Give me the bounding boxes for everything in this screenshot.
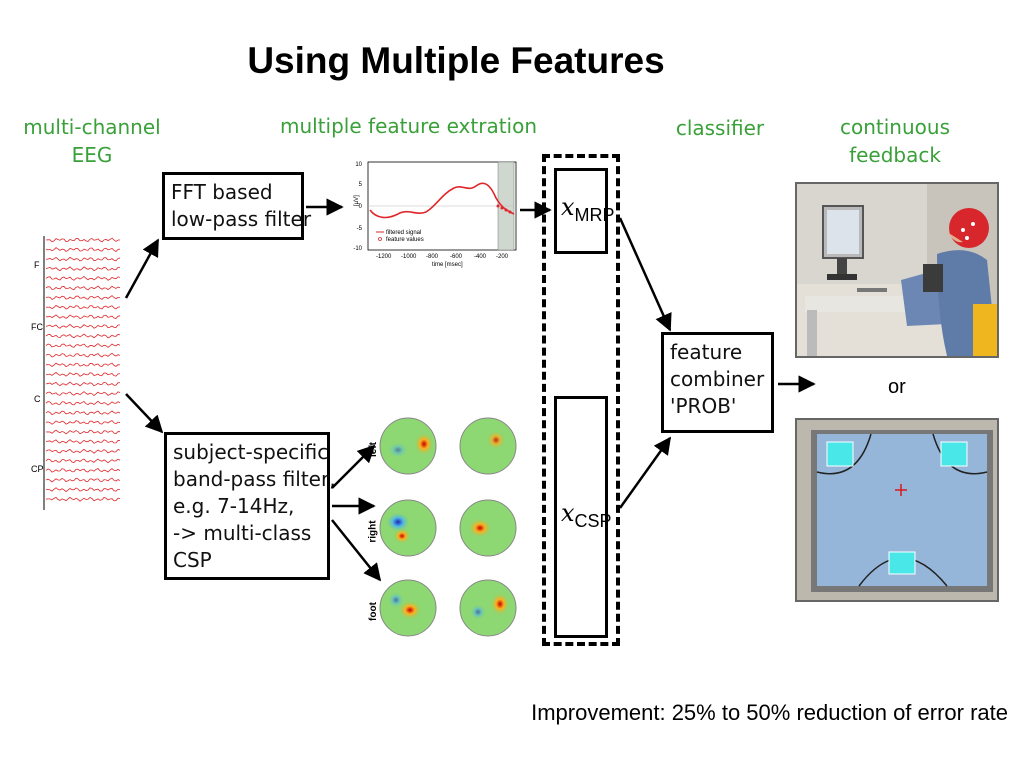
channel-label: CP: [31, 464, 44, 474]
or-label: or: [888, 376, 906, 398]
eeg-signal-lines: [45, 237, 121, 502]
arrow-eeg-to-fft: [124, 238, 160, 299]
plot-x-tick: -800: [426, 254, 439, 260]
plot-x-tick: -1200: [376, 254, 392, 260]
eeg-trace: [45, 285, 121, 291]
eeg-trace-panel: F FC C CP: [30, 232, 124, 514]
band-pass-filter-box: subject-specific band-pass filter, e.g. …: [164, 432, 336, 580]
eeg-trace: [45, 314, 121, 320]
topo-map-right-2: [459, 499, 517, 557]
mrp-signal-plot: filtered signal feature values [µV] 10 5…: [346, 158, 518, 268]
plot-y-tick: 5: [359, 182, 363, 188]
slide-title: Using Multiple Features: [247, 40, 665, 81]
eeg-trace: [45, 323, 120, 329]
channel-label: F: [34, 260, 40, 270]
eeg-trace: [45, 333, 121, 339]
eeg-trace: [45, 304, 121, 310]
eeg-trace: [45, 391, 121, 397]
eeg-trace: [45, 295, 121, 300]
eeg-trace: [45, 371, 121, 377]
arrow-band-to-left: [331, 444, 376, 489]
csp-feature-label: xCSP: [561, 499, 612, 531]
csp-topography-panel: left right foot: [360, 410, 530, 650]
eeg-trace: [45, 458, 121, 464]
arrow-mrp-to-combiner: [618, 217, 672, 332]
stage-label-extraction: multiple feature extration: [280, 114, 538, 138]
topo-map-foot-1: [379, 579, 437, 637]
plot-x-tick: -1000: [401, 254, 417, 260]
eeg-trace-plot: [43, 236, 121, 510]
eeg-trace: [45, 343, 121, 348]
stage-label-classifier: classifier: [675, 116, 765, 140]
eeg-trace: [45, 448, 121, 454]
feedback-photo-screen: [795, 418, 999, 602]
mrp-feature-box: xMRP: [554, 168, 615, 254]
plot-legend-item: filtered signal: [386, 230, 421, 236]
arrow-band-to-foot: [331, 519, 382, 582]
eeg-trace: [45, 429, 121, 435]
eeg-trace: [45, 420, 121, 425]
plot-y-label: [µV]: [354, 195, 360, 206]
eeg-trace: [45, 237, 121, 243]
stage-label-feedback: continuous feedback: [840, 115, 950, 167]
plot-legend-item: feature values: [386, 237, 424, 243]
mrp-feature-label: xMRP: [561, 193, 615, 225]
eeg-trace: [45, 496, 121, 502]
topo-map-left-1: [379, 417, 437, 475]
plot-y-tick: 0: [359, 204, 363, 210]
footer-improvement-note: Improvement: 25% to 50% reduction of err…: [531, 700, 1008, 725]
topo-map-left-2: [459, 417, 517, 475]
arrow-csp-to-combiner: [618, 436, 672, 509]
plot-y-tick: -5: [357, 226, 363, 232]
fft-filter-box: FFT based low-pass filter: [162, 172, 311, 240]
eeg-trace: [45, 439, 121, 445]
eeg-trace: [45, 410, 121, 416]
channel-label: FC: [31, 322, 43, 332]
channel-label: C: [34, 394, 41, 404]
plot-x-tick: -600: [450, 254, 463, 260]
stage-label-eeg: multi-channel EEG: [23, 115, 161, 167]
eeg-trace: [45, 362, 121, 368]
plot-x-tick: -400: [474, 254, 487, 260]
plot-x-tick: -200: [496, 254, 509, 260]
eeg-trace: [45, 400, 121, 406]
topo-map-right-1: [379, 499, 437, 557]
plot-y-tick: 10: [355, 162, 362, 168]
eeg-trace: [45, 477, 121, 483]
eeg-trace: [45, 266, 121, 272]
feature-combiner-box: feature combiner 'PROB': [661, 332, 774, 433]
eeg-trace: [45, 247, 121, 252]
plot-x-label: time [msec]: [432, 262, 463, 268]
arrow-eeg-to-band: [125, 393, 164, 434]
plot-y-tick: -10: [353, 246, 362, 252]
eeg-trace: [45, 381, 121, 387]
csp-feature-box: xCSP: [554, 396, 612, 638]
eeg-trace: [45, 487, 121, 493]
eeg-trace: [45, 256, 121, 262]
feature-vector-container: [542, 154, 620, 646]
topo-map-foot-2: [459, 579, 517, 637]
eeg-trace: [45, 468, 121, 473]
feedback-photo-subject: [795, 182, 999, 358]
eeg-trace: [45, 275, 121, 281]
eeg-trace: [45, 352, 121, 358]
